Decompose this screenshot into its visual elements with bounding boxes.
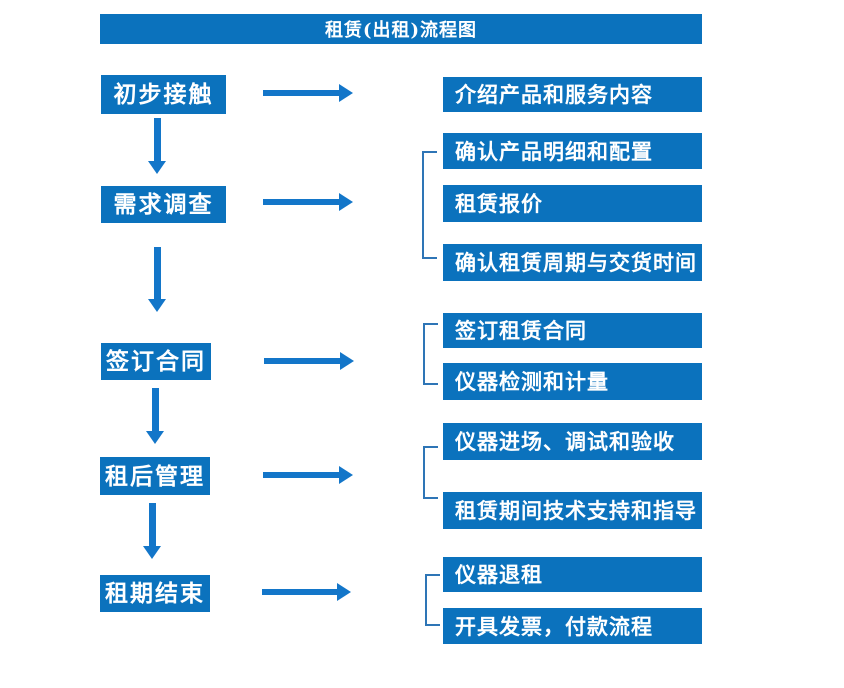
detail-box-rental-quote: 租赁报价 bbox=[443, 185, 702, 222]
stage-box-post-rental-management: 租后管理 bbox=[100, 457, 210, 495]
group-bracket-demand-survey bbox=[422, 151, 437, 259]
stage-label: 需求调查 bbox=[113, 191, 214, 218]
detail-label: 开具发票，付款流程 bbox=[455, 613, 653, 639]
detail-label: 确认产品明细和配置 bbox=[455, 138, 653, 164]
detail-label: 仪器进场、调试和验收 bbox=[455, 429, 675, 454]
group-bracket-sign-contract bbox=[423, 323, 438, 385]
stage-box-initial-contact: 初步接触 bbox=[101, 75, 226, 114]
detail-label: 租赁报价 bbox=[455, 191, 543, 216]
title-bar: 租赁(出租)流程图 bbox=[100, 14, 702, 44]
group-bracket-rental-end bbox=[425, 574, 440, 626]
right-arrow-icon bbox=[263, 84, 353, 102]
detail-box-confirm-product-config: 确认产品明细和配置 bbox=[443, 133, 702, 169]
page-title: 租赁(出租)流程图 bbox=[324, 20, 478, 41]
right-arrow-icon bbox=[263, 466, 353, 484]
right-arrow-icon bbox=[264, 352, 354, 370]
group-bracket-post-rental bbox=[423, 446, 438, 499]
detail-label: 仪器检测和计量 bbox=[455, 369, 609, 394]
down-arrow-icon bbox=[146, 388, 164, 444]
detail-box-instrument-testing: 仪器检测和计量 bbox=[443, 363, 702, 400]
stage-label: 租期结束 bbox=[105, 580, 205, 607]
detail-box-tech-support: 租赁期间技术支持和指导 bbox=[443, 492, 702, 529]
stage-label: 签订合同 bbox=[106, 348, 206, 375]
down-arrow-icon bbox=[143, 503, 161, 559]
detail-label: 确认租赁周期与交货时间 bbox=[455, 250, 697, 275]
detail-box-sign-rental-contract: 签订租赁合同 bbox=[443, 313, 702, 348]
detail-box-instrument-return: 仪器退租 bbox=[443, 557, 702, 592]
detail-label: 签订租赁合同 bbox=[455, 318, 587, 343]
detail-label: 仪器退租 bbox=[455, 562, 543, 587]
down-arrow-icon bbox=[148, 118, 166, 174]
stage-box-sign-contract: 签订合同 bbox=[101, 343, 211, 380]
detail-box-introduce-products: 介绍产品和服务内容 bbox=[443, 77, 702, 112]
right-arrow-icon bbox=[262, 583, 351, 601]
detail-box-instrument-entry-acceptance: 仪器进场、调试和验收 bbox=[443, 423, 702, 460]
detail-box-confirm-period-delivery: 确认租赁周期与交货时间 bbox=[443, 244, 702, 281]
stage-label: 初步接触 bbox=[113, 81, 214, 108]
detail-label: 租赁期间技术支持和指导 bbox=[455, 498, 697, 523]
stage-box-rental-end: 租期结束 bbox=[100, 575, 210, 612]
stage-label: 租后管理 bbox=[105, 462, 205, 490]
stage-box-demand-survey: 需求调查 bbox=[101, 186, 226, 223]
detail-box-invoice-payment: 开具发票，付款流程 bbox=[443, 608, 702, 644]
detail-label: 介绍产品和服务内容 bbox=[455, 82, 653, 107]
right-arrow-icon bbox=[263, 193, 353, 211]
down-arrow-icon bbox=[148, 247, 166, 312]
